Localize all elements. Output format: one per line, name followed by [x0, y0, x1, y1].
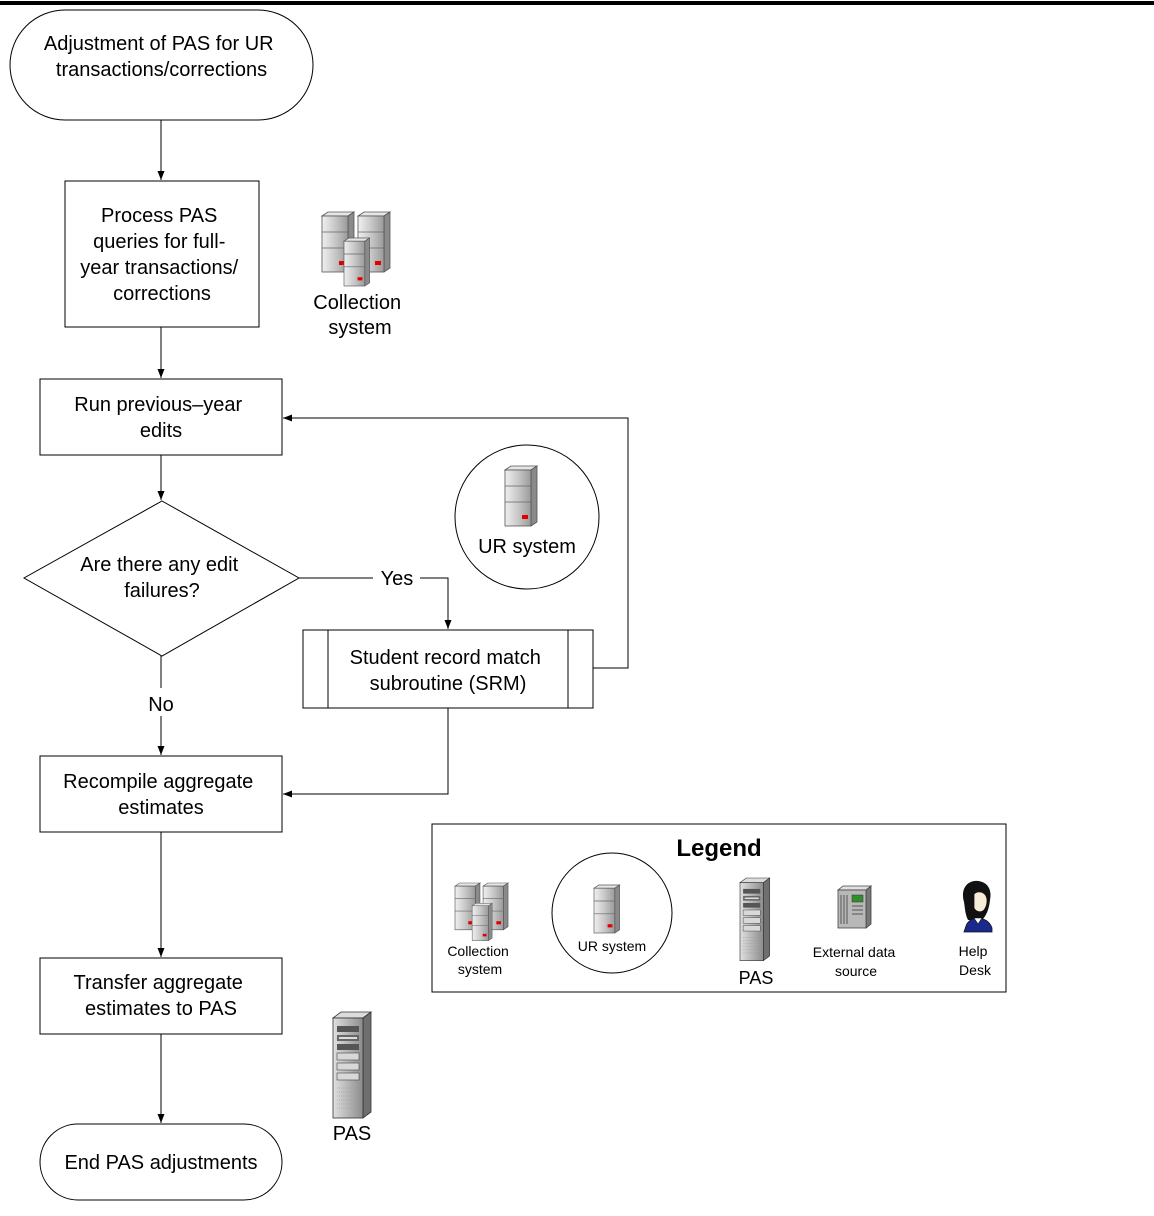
arrow-srm-loop-to-edits [283, 414, 629, 669]
collection-system-label: Collection system [313, 292, 406, 339]
transfer-box [39, 957, 283, 1035]
legend-ur-system-label: UR system [578, 938, 646, 954]
srm-label: Student record match subroutine (SRM) [350, 647, 547, 695]
external-data-source-icon [836, 885, 873, 929]
process-queries-box [64, 180, 260, 328]
run-edits-box [39, 378, 283, 456]
arrow-yes-to-srm-2 [420, 577, 452, 629]
yes-label: Yes [381, 568, 414, 590]
decision-diamond [22, 500, 301, 657]
transfer-label: Transfer aggregate estimates to PAS [74, 972, 249, 1020]
legend-title: Legend [676, 835, 761, 862]
legend-collection-system-label: Collection system [447, 943, 512, 977]
pas-label: PAS [333, 1123, 372, 1145]
arrow-srm-to-recompile [283, 708, 449, 798]
end-terminator [39, 1123, 283, 1201]
external-data-source-label: External data source [813, 944, 899, 979]
no-label: No [148, 694, 174, 716]
decision-label: Are there any edit failures? [80, 554, 243, 602]
legend-pas-label: PAS [739, 968, 774, 988]
help-desk-icon [962, 880, 993, 933]
srm-subroutine-box [302, 629, 594, 709]
end-label: End PAS adjustments [64, 1152, 257, 1174]
ur-system-label: UR system [478, 536, 576, 558]
collection-system-icon [321, 211, 391, 287]
legend-ur-system-icon [593, 884, 620, 934]
legend-box [431, 823, 1007, 993]
recompile-box [39, 755, 283, 833]
recompile-label: Recompile aggregate estimates [63, 771, 259, 819]
legend-pas-icon [739, 877, 771, 962]
help-desk-label: Help Desk [959, 943, 992, 978]
process-queries-label: Process PAS queries for full- year trans… [80, 205, 243, 305]
run-edits-label: Run previous–year edits [74, 394, 247, 442]
pas-server-icon [332, 1011, 372, 1119]
ur-system-icon [504, 465, 538, 527]
start-label: Adjustment of PAS for UR transactions/co… [44, 33, 279, 81]
